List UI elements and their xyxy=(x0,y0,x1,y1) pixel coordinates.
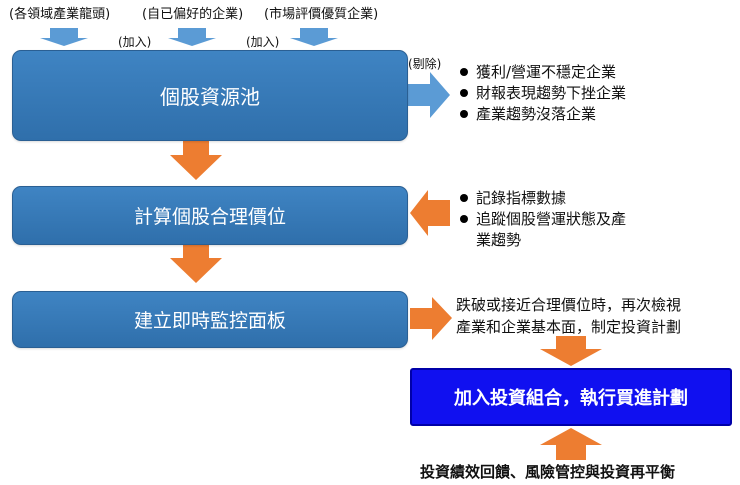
join-arrow-3 xyxy=(290,28,338,46)
list-item: 獲利/營運不穩定企業 xyxy=(458,62,626,83)
trigger-to-portfolio-arrow xyxy=(540,336,602,366)
stock-pool-label: 個股資源池 xyxy=(160,85,260,109)
list-item: 記錄指標數據 xyxy=(458,188,626,209)
portfolio-box: 加入投資組合，執行買進計劃 xyxy=(410,368,732,426)
bullet-icon xyxy=(460,89,468,97)
calc-to-monitor-arrow xyxy=(170,244,222,283)
remove-arrow xyxy=(408,72,450,118)
list-item: 追蹤個股營運狀態及產 xyxy=(458,209,626,230)
record-items-list: 記錄指標數據 追蹤個股營運狀態及產 業趨勢 xyxy=(458,188,626,251)
feedback-arrow xyxy=(540,428,602,460)
trigger-text: 跌破或接近合理價位時，再次檢視 產業和企業基本面，制定投資計劃 xyxy=(456,296,682,336)
stock-pool-box: 個股資源池 xyxy=(12,50,408,141)
remove-label: (剔除) xyxy=(408,57,442,71)
bullet-icon xyxy=(460,194,468,202)
removed-items-list: 獲利/營運不穩定企業 財報表現趨勢下挫企業 產業趨勢沒落企業 xyxy=(458,62,626,125)
bullet-icon xyxy=(460,68,468,76)
monitor-panel-box: 建立即時監控面板 xyxy=(12,291,408,348)
list-item: 產業趨勢沒落企業 xyxy=(458,104,626,125)
pool-to-calc-arrow xyxy=(170,140,222,180)
bullet-icon xyxy=(460,215,468,223)
source-label-quality: (市場評價優質企業) xyxy=(264,7,379,22)
fair-price-box: 計算個股合理價位 xyxy=(12,186,408,245)
trigger-arrow xyxy=(410,297,452,340)
portfolio-label: 加入投資組合，執行買進計劃 xyxy=(454,388,688,409)
record-arrow xyxy=(410,190,450,236)
list-item-continued: 業趨勢 xyxy=(476,231,522,249)
join-arrow-2 xyxy=(168,28,216,46)
source-label-industry-leaders: (各領域產業龍頭) xyxy=(9,7,111,22)
list-item: 財報表現趨勢下挫企業 xyxy=(458,83,626,104)
source-label-preferred: (自已偏好的企業) xyxy=(142,7,244,22)
join-label-1: (加入) xyxy=(118,35,152,49)
fair-price-label: 計算個股合理價位 xyxy=(133,206,286,228)
bullet-icon xyxy=(460,110,468,118)
join-label-2: (加入) xyxy=(246,35,280,49)
feedback-text: 投資績效回饋、風險管控與投資再平衡 xyxy=(420,463,676,481)
join-arrow-1 xyxy=(40,28,88,46)
monitor-panel-label: 建立即時監控面板 xyxy=(133,310,286,332)
